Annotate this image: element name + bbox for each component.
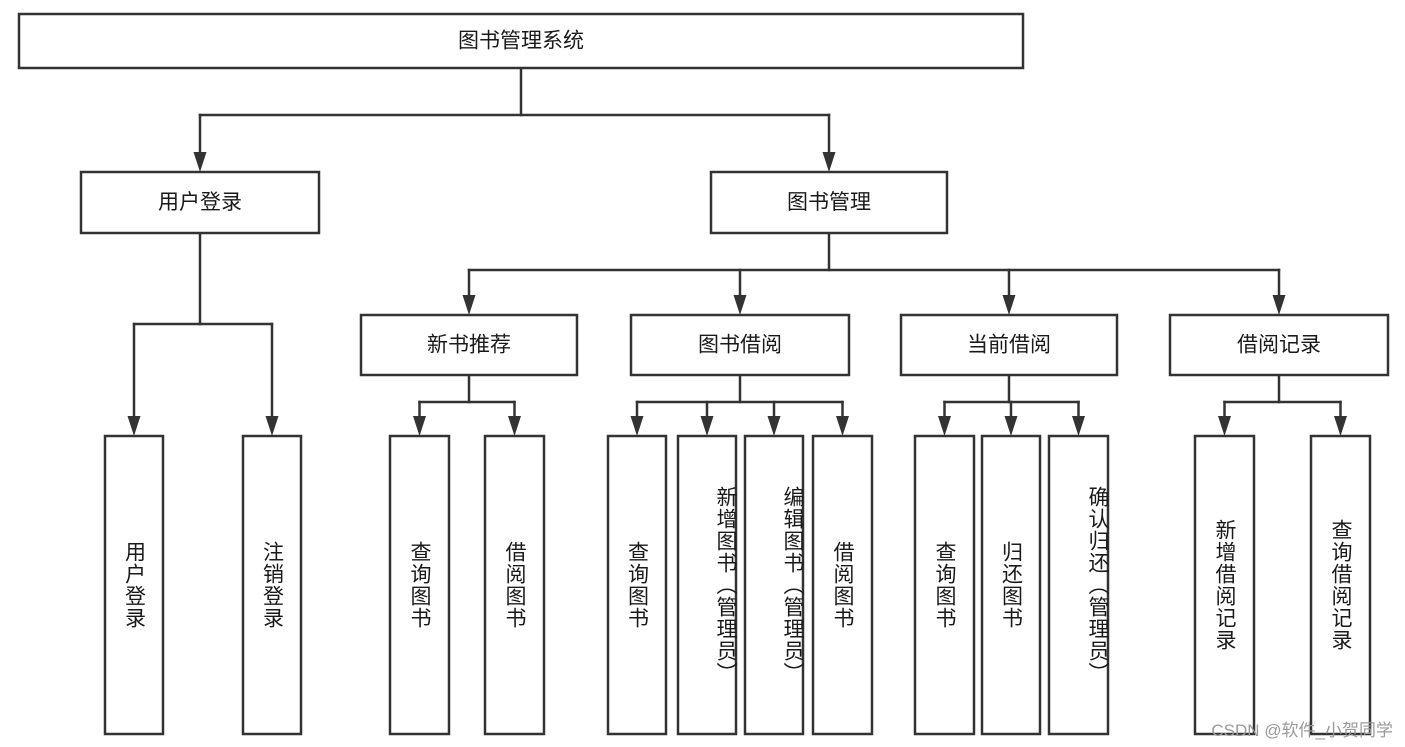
arrow-head-icon bbox=[767, 416, 781, 436]
arrow-head-icon bbox=[462, 295, 476, 315]
node-label-new-book-recommend: 新书推荐 bbox=[427, 334, 511, 357]
node-box-leaf-logout[interactable] bbox=[241, 434, 303, 736]
node-box-user-login[interactable] bbox=[79, 170, 321, 235]
arrow-head-icon bbox=[1002, 295, 1016, 315]
node-box-leaf-add-book[interactable] bbox=[676, 434, 738, 736]
arrow-head-icon bbox=[413, 416, 426, 436]
arrow-head-icon bbox=[700, 416, 714, 436]
node-box-leaf-return-book[interactable] bbox=[980, 434, 1042, 736]
node-label-book-manage: 图书管理 bbox=[787, 191, 871, 214]
node-label-borrow-record: 借阅记录 bbox=[1237, 334, 1321, 357]
node-box-new-book-recommend[interactable] bbox=[359, 313, 579, 377]
arrow-head-icon bbox=[822, 152, 836, 172]
node-box-borrow-record[interactable] bbox=[1168, 313, 1390, 377]
node-box-leaf-query-book-rec[interactable] bbox=[388, 434, 451, 736]
arrow-head-icon bbox=[733, 295, 747, 315]
arrow-head-icon bbox=[508, 416, 521, 436]
node-box-leaf-confirm-return[interactable] bbox=[1047, 434, 1110, 736]
arrow-head-icon bbox=[938, 416, 951, 436]
node-box-leaf-user-login[interactable] bbox=[103, 434, 165, 736]
csdn-watermark: CSDN @软件_小贺同学 bbox=[1211, 721, 1393, 740]
arrow-head-icon bbox=[836, 416, 849, 436]
node-box-leaf-query-book-cur[interactable] bbox=[913, 434, 976, 736]
node-box-book-borrow[interactable] bbox=[629, 313, 851, 377]
node-box-leaf-query-book-borrow[interactable] bbox=[606, 434, 668, 736]
node-box-root[interactable] bbox=[17, 12, 1025, 70]
node-box-leaf-borrow-book-rec[interactable] bbox=[483, 434, 546, 736]
connector-layer bbox=[127, 66, 1347, 436]
arrow-head-icon bbox=[1218, 416, 1231, 436]
node-box-book-manage[interactable] bbox=[709, 170, 949, 235]
node-label-book-borrow: 图书借阅 bbox=[698, 334, 782, 357]
node-box-leaf-query-borrow-record[interactable] bbox=[1309, 434, 1372, 736]
arrow-head-icon bbox=[265, 416, 279, 436]
arrow-head-icon bbox=[1072, 416, 1085, 436]
node-box-current-borrow[interactable] bbox=[899, 313, 1119, 377]
node-box-leaf-add-borrow-record[interactable] bbox=[1193, 434, 1256, 736]
node-box-leaf-borrow-book[interactable] bbox=[811, 434, 874, 736]
node-label-root: 图书管理系统 bbox=[458, 30, 584, 53]
arrow-head-icon bbox=[1004, 416, 1018, 436]
arrow-head-icon bbox=[630, 416, 644, 436]
arrow-head-icon bbox=[193, 152, 207, 172]
node-label-current-borrow: 当前借阅 bbox=[967, 334, 1051, 357]
arrow-head-icon bbox=[1272, 295, 1286, 315]
node-label-user-login: 用户登录 bbox=[158, 191, 242, 214]
box-layer bbox=[17, 12, 1390, 736]
arrow-head-icon bbox=[127, 416, 141, 436]
arrow-head-icon bbox=[1334, 416, 1347, 436]
node-box-leaf-edit-book[interactable] bbox=[743, 434, 805, 736]
